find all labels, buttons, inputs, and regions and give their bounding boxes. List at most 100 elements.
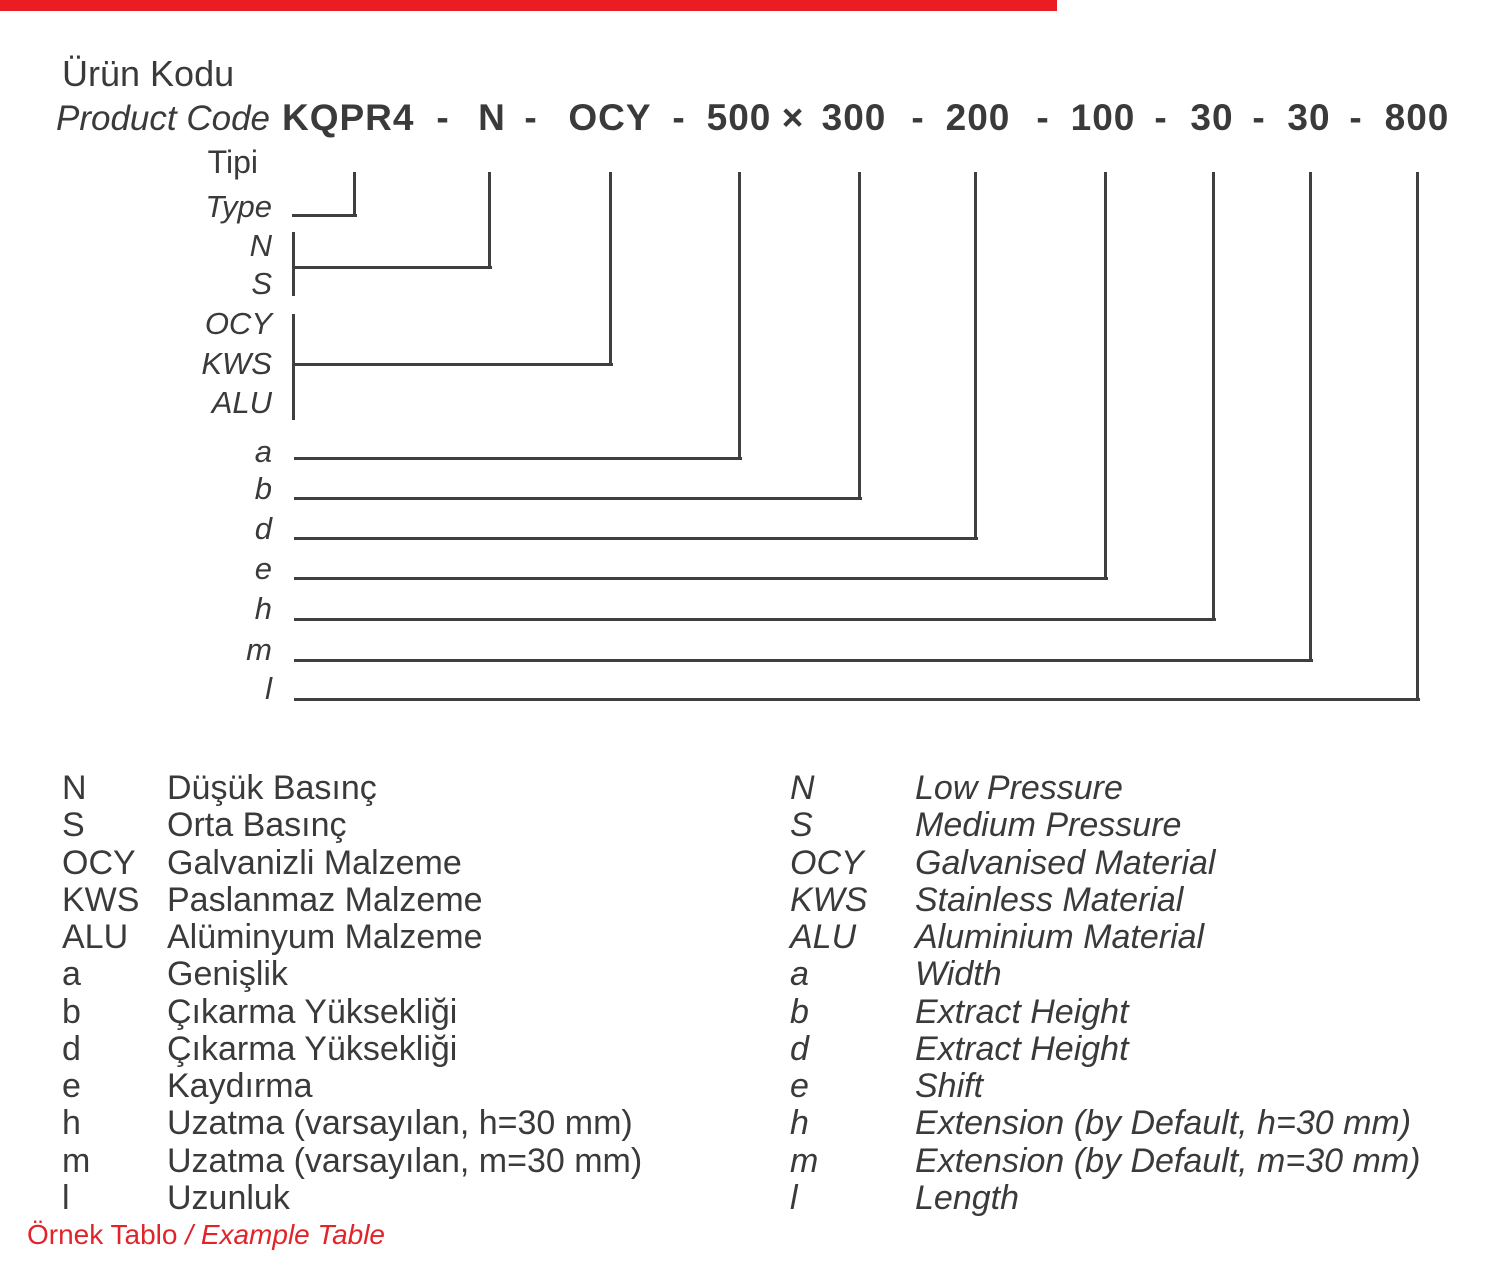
- legend-tr-desc-e: Kaydırma: [167, 1067, 313, 1105]
- connector-horizontal-line: [294, 497, 862, 500]
- product-code-segment: -: [672, 97, 686, 138]
- connector-horizontal-line: [294, 457, 742, 460]
- option-group-bracket-line: [292, 232, 295, 296]
- legend-en-key-alu: ALU: [790, 918, 857, 956]
- connector-horizontal-line: [294, 537, 978, 540]
- legend-tr-key-d: d: [62, 1030, 81, 1068]
- diagram-row-label-n: N: [249, 228, 272, 263]
- caption-separator: /: [185, 1219, 194, 1250]
- legend-tr-key-ocy: OCY: [62, 844, 136, 882]
- product-code-segment: -: [1154, 97, 1168, 138]
- product-code-segment: 100: [1070, 97, 1136, 138]
- legend-en-key-a: a: [790, 955, 809, 993]
- legend-tr-desc-m: Uzatma (varsayılan, m=30 mm): [167, 1142, 643, 1180]
- connector-horizontal-line: [294, 618, 1216, 621]
- diagram-row-label-kws: KWS: [201, 346, 272, 381]
- connector-tick-line: [1212, 172, 1215, 621]
- page-title-english: Product Code: [56, 99, 271, 138]
- legend-tr-key-alu: ALU: [62, 918, 129, 956]
- legend-en-key-ocy: OCY: [790, 844, 864, 882]
- legend-en-desc-n: Low Pressure: [915, 769, 1123, 807]
- legend-en-key-s: S: [790, 806, 813, 844]
- product-code-segment: -: [1036, 97, 1050, 138]
- connector-horizontal-line: [292, 266, 492, 269]
- legend-en-desc-b: Extract Height: [915, 993, 1129, 1031]
- legend-en-key-kws: KWS: [790, 881, 868, 919]
- legend-tr-key-s: S: [62, 806, 85, 844]
- product-code-segment: -: [436, 97, 450, 138]
- legend-tr-desc-ocy: Galvanizli Malzeme: [167, 844, 462, 882]
- top-red-bar: [0, 0, 1057, 11]
- option-group-bracket-line: [292, 314, 295, 420]
- product-code-segment: 30: [1190, 97, 1234, 138]
- diagram-row-label-ocy: OCY: [204, 306, 272, 341]
- legend-en-desc-a: Width: [915, 955, 1002, 993]
- legend-en-desc-s: Medium Pressure: [915, 806, 1182, 844]
- legend-en-key-m: m: [790, 1142, 819, 1180]
- product-code-segment: -: [524, 97, 538, 138]
- page-title-turkish: Ürün Kodu: [62, 53, 235, 94]
- diagram-row-label-e: e: [254, 551, 272, 586]
- legend-tr-desc-alu: Alüminyum Malzeme: [167, 918, 483, 956]
- connector-horizontal-line: [294, 698, 1420, 701]
- legend-en-desc-h: Extension (by Default, h=30 mm): [915, 1104, 1412, 1142]
- legend-tr-key-m: m: [62, 1142, 91, 1180]
- connector-tick-line: [1104, 172, 1107, 580]
- legend-en-desc-d: Extract Height: [915, 1030, 1129, 1068]
- legend-en-desc-l: Length: [915, 1179, 1019, 1217]
- diagram-row-label-s: S: [251, 266, 272, 301]
- legend-en-desc-alu: Aluminium Material: [915, 918, 1205, 956]
- connector-tick-line: [974, 172, 977, 540]
- legend-tr-key-h: h: [62, 1104, 81, 1142]
- legend-en-desc-kws: Stainless Material: [915, 881, 1184, 919]
- connector-horizontal-line: [294, 577, 1108, 580]
- legend-tr-key-a: a: [62, 955, 81, 993]
- product-code-segment: OCY: [568, 97, 652, 138]
- connector-tick-line: [858, 172, 861, 500]
- product-code-segment: 30: [1287, 97, 1331, 138]
- legend-tr-key-n: N: [62, 769, 87, 807]
- legend-en-desc-ocy: Galvanised Material: [915, 844, 1216, 882]
- legend-en-key-n: N: [790, 769, 815, 807]
- legend-tr-desc-kws: Paslanmaz Malzeme: [167, 881, 483, 919]
- product-code-segment: -: [911, 97, 925, 138]
- example-table-caption: Örnek Tablo / Example Table: [27, 1218, 385, 1252]
- product-code-segment: 500: [706, 97, 772, 138]
- legend-en-key-e: e: [790, 1067, 809, 1105]
- connector-tick-line: [1416, 172, 1419, 701]
- product-code-segment: N: [478, 97, 506, 138]
- legend-en-key-h: h: [790, 1104, 809, 1142]
- caption-turkish: Örnek Tablo: [27, 1219, 178, 1250]
- diagram-row-label-b: b: [254, 471, 272, 506]
- diagram-row-label-type: Type: [205, 189, 272, 224]
- diagram-row-label-m: m: [246, 632, 272, 667]
- legend-tr-key-kws: KWS: [62, 881, 140, 919]
- caption-english: Example Table: [200, 1219, 385, 1250]
- connector-tick-line: [353, 172, 356, 217]
- legend-tr-key-b: b: [62, 993, 81, 1031]
- connector-horizontal-line: [294, 659, 1313, 662]
- product-code-segment: 300: [821, 97, 887, 138]
- legend-tr-desc-d: Çıkarma Yüksekliği: [167, 1030, 458, 1068]
- diagram-row-label-h: h: [254, 591, 272, 626]
- legend-tr-desc-l: Uzunluk: [167, 1179, 290, 1217]
- legend-en-desc-m: Extension (by Default, m=30 mm): [915, 1142, 1421, 1180]
- diagram-row-label-alu: ALU: [211, 385, 272, 420]
- diagram-row-label-d: d: [254, 511, 272, 546]
- connector-tick-line: [738, 172, 741, 460]
- legend-tr-key-e: e: [62, 1067, 81, 1105]
- product-code-segment: 800: [1384, 97, 1450, 138]
- connector-tick-line: [488, 172, 491, 269]
- diagram-row-label-l: l: [265, 671, 272, 706]
- legend-tr-key-l: l: [62, 1179, 70, 1217]
- legend-tr-desc-a: Genişlik: [167, 955, 288, 993]
- product-code-segment: ×: [781, 97, 805, 138]
- legend-en-key-l: l: [790, 1179, 798, 1217]
- product-code-segment: -: [1252, 97, 1266, 138]
- legend-tr-desc-h: Uzatma (varsayılan, h=30 mm): [167, 1104, 633, 1142]
- connector-tick-line: [1309, 172, 1312, 662]
- product-code-segment: -: [1349, 97, 1363, 138]
- product-code-segment: 200: [945, 97, 1011, 138]
- diagram-row-label-tipi: Tipi: [207, 144, 258, 180]
